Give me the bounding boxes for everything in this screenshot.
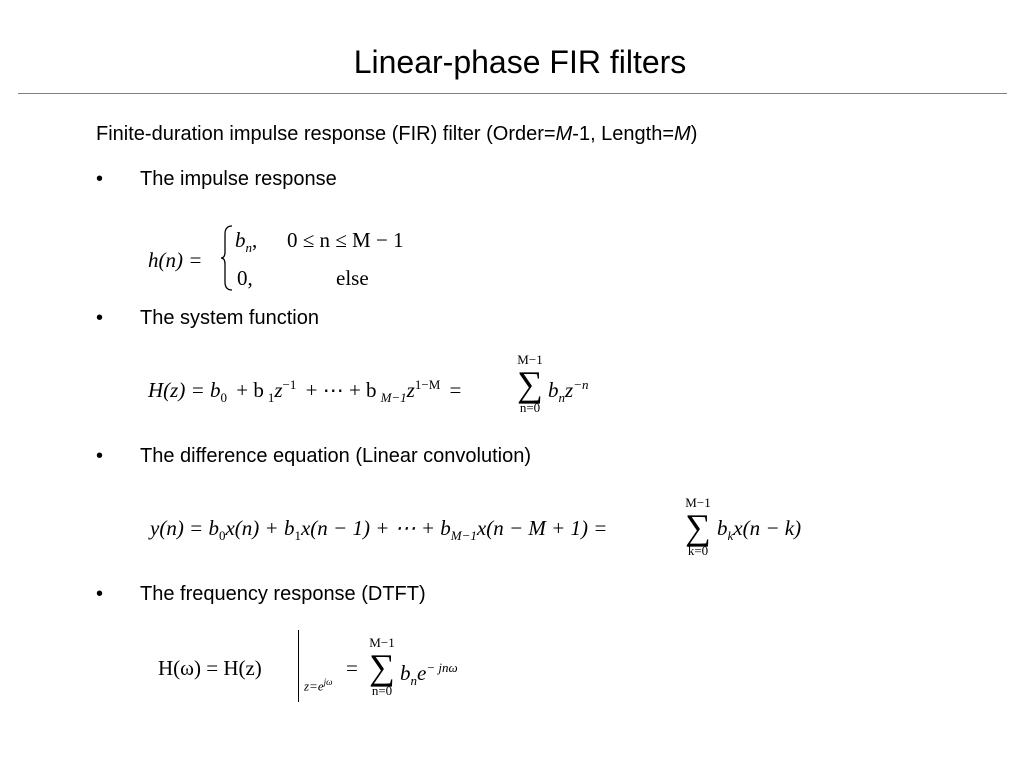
intro-line: Finite-duration impulse response (FIR) f…	[96, 120, 697, 148]
frequency-equals: =	[346, 656, 358, 680]
bullet-marker: •	[96, 583, 104, 605]
difference-expansion: y(n) = b0x(n) + b1x(n − 1) + ⋯ + bM−1x(n…	[150, 516, 607, 548]
system-exp1: −1	[282, 377, 297, 392]
system-equals: =	[449, 378, 462, 402]
frequency-summation: M−1 ∑ n=0	[362, 636, 402, 698]
impulse-case2-condition: else	[336, 266, 369, 290]
system-plus1: + b	[236, 378, 264, 402]
bullet-difference-equation: • The difference equation (Linear convolu…	[96, 442, 531, 470]
difference-sum-term: bkx(n − k)	[717, 516, 801, 548]
case1-sep: ,	[252, 228, 258, 252]
diff-sub0: 0	[218, 528, 226, 544]
evaluation-subscript: z=ejω	[304, 674, 332, 694]
sum-lower-limit: n=0	[519, 400, 541, 415]
system-lhs: H(z) = b	[148, 378, 221, 402]
left-brace	[220, 225, 233, 291]
sum-upper-limit: M−1	[369, 635, 395, 650]
system-subM: M−1	[380, 390, 407, 406]
case1-sub: n	[245, 240, 253, 256]
bullet-marker: •	[96, 445, 104, 467]
intro-length-var: M	[674, 123, 691, 145]
bullet-text: The system function	[140, 307, 319, 329]
diff-term-rest: x(n − k)	[733, 516, 802, 540]
sum-upper-limit: M−1	[685, 495, 711, 510]
diff-t0: x(n) + b	[225, 516, 295, 540]
impulse-case2: 0,	[237, 266, 253, 290]
sum-lower-limit: n=0	[371, 683, 393, 698]
eval-sup: jω	[323, 677, 333, 687]
system-term-sub: n	[558, 390, 566, 406]
system-summation: M−1 ∑ n=0	[510, 353, 550, 415]
freq-term-exp: − jnω	[426, 660, 458, 675]
impulse-lhs: h(n) =	[148, 248, 202, 272]
title-divider	[18, 93, 1007, 94]
impulse-case1: bn,	[235, 228, 257, 260]
system-term-exp: −n	[573, 377, 589, 392]
system-sub1: 1	[267, 390, 275, 406]
sigma-symbol: ∑	[369, 647, 395, 687]
diff-tM: x(n − M + 1) =	[476, 516, 608, 540]
intro-suffix: )	[690, 123, 698, 145]
diff-t1: x(n − 1) + ⋯ + b	[300, 516, 451, 540]
sum-lower-limit: k=0	[687, 543, 709, 558]
bullet-text: The frequency response (DTFT)	[140, 583, 426, 605]
system-dots: + ⋯ + b	[305, 378, 377, 402]
diff-sub1: 1	[294, 528, 301, 544]
freq-term-e: e	[417, 661, 427, 685]
system-term-b: b	[548, 378, 559, 402]
bullet-impulse-response: • The impulse response	[96, 165, 337, 193]
bullet-system-function: • The system function	[96, 304, 319, 332]
sigma-symbol: ∑	[685, 507, 711, 547]
diff-subM: M−1	[450, 528, 477, 544]
intro-order-var: M	[555, 123, 573, 145]
intro-prefix: Finite-duration impulse response (FIR) f…	[96, 123, 556, 145]
frequency-lhs: H(ω) = H(z)	[158, 656, 262, 680]
freq-term-sub: n	[410, 673, 418, 689]
evaluation-bar	[298, 630, 299, 702]
diff-lhs: y(n) = b	[150, 516, 219, 540]
system-term-z: z	[565, 378, 574, 402]
bullet-marker: •	[96, 307, 104, 329]
bullet-text: The impulse response	[140, 168, 337, 190]
bullet-text: The difference equation (Linear convolut…	[140, 445, 531, 467]
bullet-frequency-response: • The frequency response (DTFT)	[96, 580, 426, 608]
diff-term-b: b	[717, 516, 728, 540]
eval-sub: z=e	[304, 678, 324, 694]
diff-term-sub: k	[727, 528, 734, 544]
sum-upper-limit: M−1	[517, 352, 543, 367]
freq-term-b: b	[400, 661, 411, 685]
system-sub0: 0	[220, 390, 228, 406]
system-expM: 1−M	[414, 377, 441, 392]
frequency-sum-term: bne− jnω	[400, 656, 458, 693]
system-sum-term: bnz−n	[548, 373, 588, 410]
case1-value: b	[235, 228, 246, 252]
difference-summation: M−1 ∑ k=0	[676, 496, 720, 558]
system-z1: z	[274, 378, 283, 402]
sigma-symbol: ∑	[517, 364, 543, 404]
intro-mid: -1, Length=	[572, 123, 675, 145]
bullet-marker: •	[96, 168, 104, 190]
system-zM: z	[406, 378, 415, 402]
impulse-lhs-text: h(n) =	[148, 248, 203, 272]
slide-title: Linear-phase FIR filters	[353, 44, 687, 80]
impulse-case1-condition: 0 ≤ n ≤ M − 1	[287, 228, 404, 252]
